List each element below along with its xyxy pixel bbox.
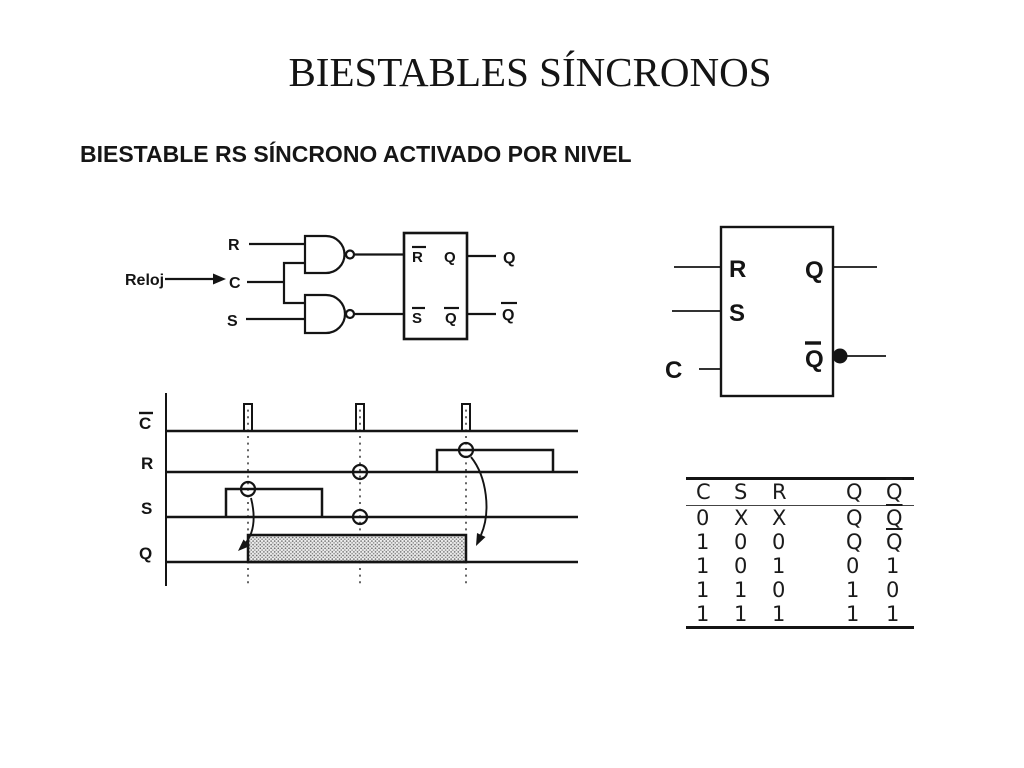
latch-q-label: Q (444, 249, 456, 266)
cell: 1 (886, 602, 900, 626)
nand-gate-upper (303, 234, 346, 275)
header-qbar: Q (886, 480, 914, 506)
cell: 1 (734, 602, 748, 626)
cell: X (772, 506, 787, 530)
reset-effect-arrow (470, 456, 488, 536)
sample-marker-r3-icon (457, 441, 475, 459)
clock-pulse-3 (461, 403, 471, 431)
table-row: 0 X X Q Q (686, 506, 914, 530)
s-pulse (224, 487, 324, 517)
cell: 1 (696, 578, 710, 602)
cell: 1 (846, 602, 860, 626)
cell: 0 (696, 506, 710, 530)
slide-subtitle: BIESTABLE RS SÍNCRONO ACTIVADO POR NIVEL (80, 141, 632, 167)
sample-marker-s1-icon (239, 480, 257, 498)
block-r-label: R (729, 256, 746, 283)
nand-gate-lower (303, 293, 347, 335)
latch-r-label: R (412, 249, 423, 266)
cell: Q (846, 506, 863, 530)
cell: 1 (772, 602, 786, 626)
wire-c-branch (282, 261, 305, 305)
qbar-inversion-dot-icon (832, 348, 848, 364)
timing-diagram: C R S Q (139, 393, 578, 587)
block-qbar-label: Q (805, 346, 824, 373)
truth-table: C S R Q Q 0 X X Q Q 1 0 0 (686, 477, 914, 629)
clock-arrowhead-icon (213, 273, 226, 285)
nand-lower-bubble-icon (344, 308, 356, 320)
cell: Q (846, 530, 863, 554)
cell: Q (886, 506, 903, 530)
block-c-label: C (665, 357, 682, 384)
cell: 1 (772, 554, 786, 578)
output-qbar-label: Q (502, 307, 514, 324)
table-row: 1 1 0 1 0 (686, 578, 914, 602)
signal-label-cbar: C (139, 414, 151, 433)
header-r: R (772, 480, 846, 506)
rs-block-symbol: R S C Q Q (665, 225, 886, 398)
header-s: S (734, 480, 772, 506)
latch-s-label: S (412, 310, 422, 327)
clock-pulse-2 (355, 403, 365, 431)
input-s-label: S (227, 313, 238, 330)
block-q-label: Q (805, 257, 824, 284)
signal-label-r: R (141, 454, 153, 473)
gate-circuit-diagram: Reloj R C S R Q S Q Q Q (125, 231, 517, 341)
header-c: C (686, 480, 734, 506)
reset-effect-arrowhead-icon (476, 533, 486, 546)
clock-pulse-1 (243, 403, 253, 431)
cell: 0 (772, 578, 786, 602)
cell: 1 (696, 602, 710, 626)
latch-qbar-label: Q (445, 310, 457, 327)
input-r-label: R (228, 237, 240, 254)
signal-label-q: Q (139, 544, 152, 563)
signal-label-s: S (141, 499, 152, 518)
set-effect-arrow (243, 497, 255, 546)
cell: 1 (886, 554, 900, 578)
cell: 0 (734, 530, 748, 554)
clock-label: Reloj (125, 272, 164, 289)
page-title: BIESTABLES SÍNCRONOS (288, 49, 772, 95)
truth-table-header-row: C S R Q Q (686, 480, 914, 506)
cell: 1 (734, 578, 748, 602)
table-row: 1 1 1 1 1 (686, 602, 914, 626)
cell: Q (886, 530, 903, 554)
output-q-label: Q (503, 250, 515, 267)
cell: 1 (696, 554, 710, 578)
sample-marker-s2-icon (351, 508, 369, 526)
table-row: 1 0 1 0 1 (686, 554, 914, 578)
set-effect-arrowhead-icon (238, 539, 250, 551)
q-high-region (246, 533, 468, 564)
block-s-label: S (729, 300, 745, 327)
r-pulse (435, 448, 555, 472)
cell: 1 (696, 530, 710, 554)
cell: 0 (734, 554, 748, 578)
cell: 0 (846, 554, 860, 578)
nand-upper-bubble-icon (344, 249, 356, 260)
input-c-label: C (229, 275, 241, 292)
cell: 1 (846, 578, 860, 602)
latch-box (402, 231, 469, 341)
header-q: Q (846, 480, 886, 506)
cell: X (734, 506, 749, 530)
table-row: 1 0 0 Q Q (686, 530, 914, 554)
cell: 0 (772, 530, 786, 554)
sample-marker-r2-icon (351, 463, 369, 481)
cell: 0 (886, 578, 900, 602)
